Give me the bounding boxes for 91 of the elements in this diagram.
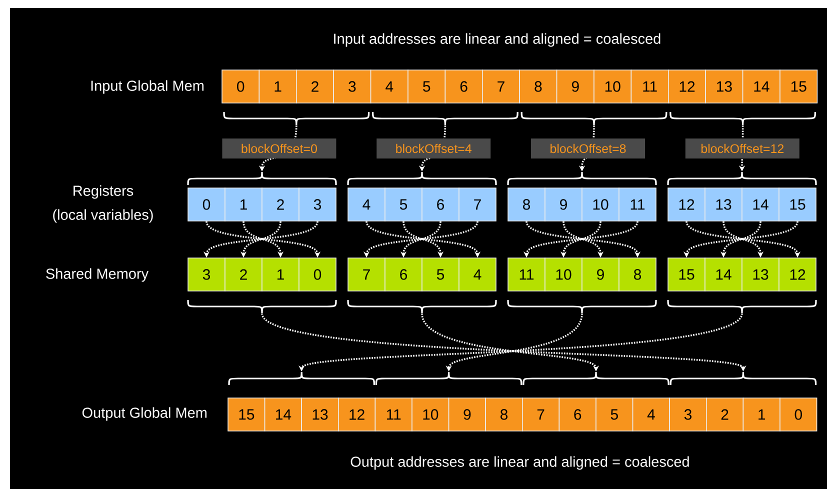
memory-cell: 6 [384, 258, 422, 292]
memory-cell: 1 [224, 188, 262, 222]
memory-cell: 14 [704, 258, 742, 292]
brace [670, 112, 816, 126]
brace [522, 371, 670, 385]
edge-label: blockOffset=12 [685, 138, 800, 158]
memory-cell: 11 [508, 258, 546, 292]
brace [375, 371, 522, 385]
brace [228, 371, 375, 385]
row-label: Registers [74, 185, 134, 199]
memory-cell: 3 [298, 188, 336, 222]
memory-cell: 12 [668, 188, 706, 222]
row-label: Output Global Mem [82, 407, 206, 421]
memory-cell: 10 [594, 70, 632, 104]
memory-cell: 13 [301, 398, 339, 432]
row-label: (local variables) [53, 209, 153, 223]
row-label: Shared Memory [46, 268, 149, 282]
memory-cell: 2 [224, 258, 262, 292]
brace [372, 112, 518, 126]
memory-cell: 11 [630, 70, 669, 104]
memory-cell: 11 [374, 398, 412, 432]
memory-cell: 8 [485, 398, 523, 432]
memory-cell: 14 [264, 398, 302, 432]
brace [670, 371, 817, 385]
memory-cell: 2 [262, 188, 300, 222]
memory-cell: 1 [262, 258, 300, 292]
memory-cell: 15 [228, 398, 266, 432]
brace [667, 300, 817, 314]
memory-cell: 3 [669, 398, 707, 432]
memory-cell: 8 [618, 258, 656, 292]
memory-cell: 4 [458, 258, 496, 292]
memory-cell: 7 [482, 70, 520, 104]
memory-cell: 15 [668, 258, 706, 292]
row-label: Input Global Mem [91, 80, 204, 94]
brace [347, 300, 497, 314]
memory-cell: 14 [742, 188, 780, 222]
memory-cell: 15 [780, 70, 818, 104]
title: Input addresses are linear and aligned = coalesced [334, 33, 660, 47]
memory-cell: 5 [596, 398, 634, 432]
memory-cell: 13 [742, 258, 780, 292]
memory-cell: 12 [338, 398, 376, 432]
memory-cell: 12 [778, 258, 816, 292]
memory-cell: 6 [444, 70, 483, 104]
brace [187, 171, 337, 185]
caption: Output addresses are linear and aligned = coalesced [350, 456, 689, 470]
memory-cell: 4 [370, 70, 408, 104]
brace [507, 300, 657, 314]
memory-cell: 14 [742, 70, 780, 104]
memory-cell: 6 [558, 398, 596, 432]
memory-cell: 9 [544, 188, 582, 222]
memory-cell: 4 [632, 398, 670, 432]
brace [347, 171, 497, 185]
edge-label: blockOffset=8 [531, 138, 645, 158]
memory-cell: 2 [706, 398, 744, 432]
memory-cell: 9 [556, 70, 594, 104]
memory-cell: 13 [704, 188, 742, 222]
memory-cell: 0 [222, 70, 260, 104]
memory-cell: 4 [348, 188, 386, 222]
memory-cell: 0 [298, 258, 336, 292]
edge-label: blockOffset=4 [376, 138, 491, 158]
memory-cell: 2 [296, 70, 334, 104]
brace [667, 171, 817, 185]
memory-cell: 12 [668, 70, 706, 104]
edge-label: blockOffset=0 [222, 138, 336, 158]
memory-cell: 10 [544, 258, 582, 292]
memory-cell: 10 [412, 398, 450, 432]
memory-cell: 5 [422, 258, 460, 292]
memory-cell: 5 [408, 70, 446, 104]
memory-cell: 3 [188, 258, 226, 292]
memory-cell: 1 [258, 70, 297, 104]
memory-cell: 7 [458, 188, 496, 222]
brace [223, 112, 370, 126]
memory-cell: 1 [742, 398, 780, 432]
memory-cell: 0 [780, 398, 818, 432]
memory-cell: 8 [519, 70, 558, 104]
memory-cell: 8 [508, 188, 546, 222]
memory-cell: 0 [188, 188, 226, 222]
memory-cell: 10 [582, 188, 620, 222]
memory-cell: 9 [448, 398, 486, 432]
memory-cell: 9 [582, 258, 620, 292]
brace [187, 300, 337, 314]
memory-cell: 15 [778, 188, 816, 222]
memory-cell: 3 [333, 70, 372, 104]
memory-cell: 7 [348, 258, 386, 292]
memory-cell: 5 [384, 188, 422, 222]
memory-cell: 13 [705, 70, 744, 104]
memory-cell: 11 [618, 188, 656, 222]
brace [520, 112, 668, 126]
brace [507, 171, 657, 185]
memory-cell: 7 [522, 398, 560, 432]
memory-cell: 6 [422, 188, 460, 222]
